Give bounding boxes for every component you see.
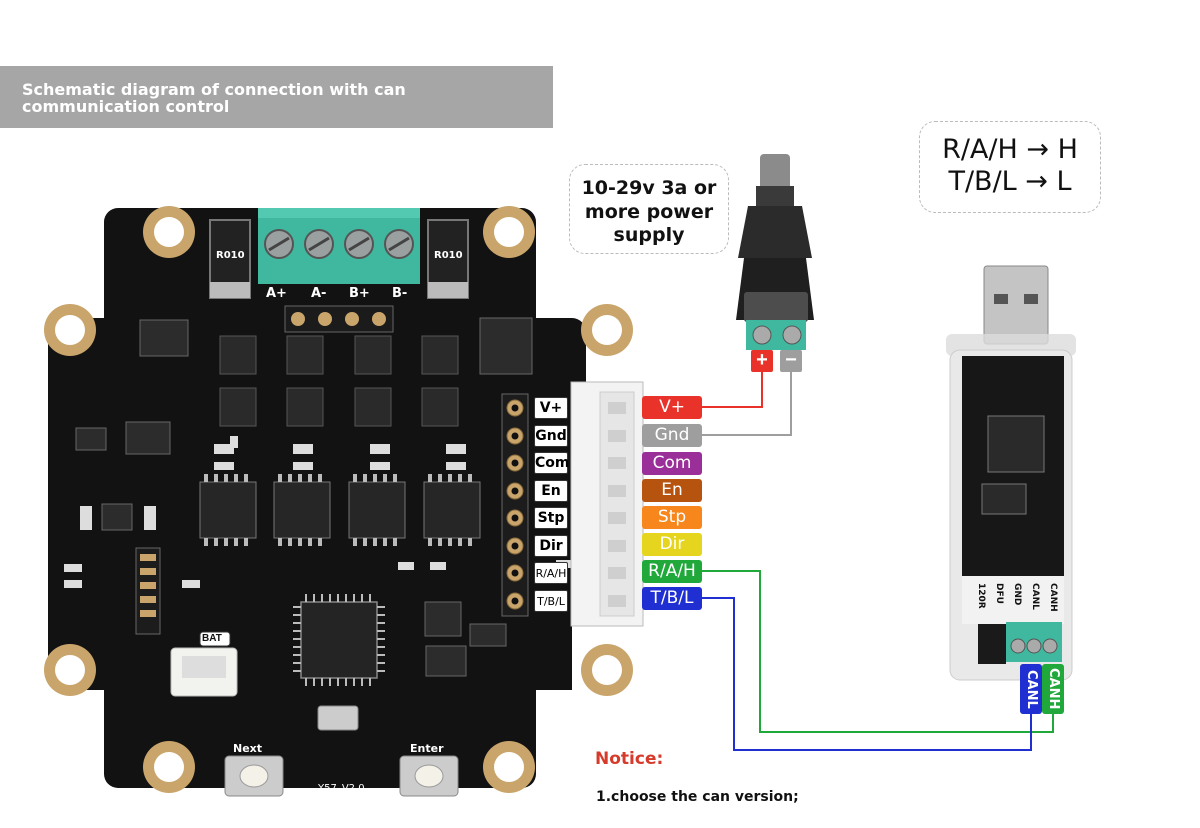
mosfet-array — [219, 335, 459, 427]
adapter-pin-dfu: DFU — [994, 583, 1004, 604]
wires — [702, 372, 1054, 751]
mapping-line-low: T/B/L → L — [948, 166, 1072, 197]
terminal-label-b-minus: B- — [392, 286, 408, 301]
mounting-holes — [44, 206, 633, 793]
capacitor-row — [214, 444, 466, 470]
battery-connector — [170, 631, 238, 697]
battery-label: BAT — [202, 633, 222, 644]
pin-label-com: Com — [534, 452, 569, 474]
next-button-illustration — [224, 755, 284, 797]
next-button-label: Next — [233, 742, 263, 755]
pin-label-vplus: V+ — [534, 397, 568, 419]
polarity-plus: + — [751, 350, 773, 372]
wire-label-vplus: V+ — [642, 396, 702, 419]
wire-label-dir: Dir — [642, 533, 702, 556]
notice-item-1: 1.choose the can version; — [596, 789, 799, 805]
adapter-pin-120r: 120R — [976, 583, 986, 609]
can-mapping-callout: R/A/H → H T/B/L → L — [919, 121, 1101, 213]
pin-label-tbl: T/B/L — [534, 590, 568, 612]
resistor-label-right: R010 — [434, 250, 463, 261]
pin-label-gnd: Gnd — [534, 425, 568, 447]
motor-terminal-block — [258, 208, 420, 284]
adapter-pin-labels: 120R DFU GND CANL CANH — [974, 583, 1064, 619]
wire-gnd — [702, 372, 792, 436]
enter-button-label: Enter — [410, 742, 444, 755]
wire-label-com: Com — [642, 452, 702, 475]
wire-label-rah: R/A/H — [642, 560, 702, 583]
power-callout-line-2: more power — [584, 200, 714, 223]
mapping-line-high: R/A/H → H — [942, 134, 1078, 165]
wire-tbl-canl — [702, 597, 1032, 751]
wire-label-stp: Stp — [642, 506, 702, 529]
driver-ics — [199, 474, 481, 546]
usb-can-adapter — [946, 265, 1076, 681]
wire-rah-canh — [702, 570, 1054, 733]
power-supply-callout: 10-29v 3a or more power supply — [569, 164, 729, 254]
can-tag-canl: CANL — [1020, 664, 1042, 714]
pin-label-dir: Dir — [534, 535, 568, 557]
can-tag-canh: CANH — [1042, 664, 1064, 714]
pin-label-stp: Stp — [534, 507, 568, 529]
resistor-label-left: R010 — [216, 250, 245, 261]
board-version: Y57_V2.0 — [318, 783, 365, 794]
enter-button-illustration — [399, 755, 459, 797]
wire-label-tbl: T/B/L — [642, 587, 702, 610]
terminal-label-a-plus: A+ — [266, 286, 287, 301]
microcontroller — [293, 594, 385, 686]
terminal-label-b-plus: B+ — [349, 286, 370, 301]
power-callout-line-1: 10-29v 3a or — [581, 177, 717, 199]
notice-title: Notice: — [595, 749, 664, 769]
signal-connector — [570, 381, 644, 627]
driver-board — [44, 206, 633, 797]
adapter-pin-canl: CANL — [1030, 583, 1040, 610]
adapter-pin-canh: CANH — [1048, 583, 1058, 612]
power-callout-line-3: supply — [613, 224, 685, 246]
polarity-minus: − — [780, 350, 802, 372]
pin-label-rah: R/A/H — [534, 562, 568, 584]
diagram-title-banner: Schematic diagram of connection with can… — [0, 66, 553, 128]
pin-label-en: En — [534, 480, 568, 502]
wire-vplus — [702, 372, 763, 408]
dc-barrel-jack — [736, 154, 814, 350]
adapter-pin-gnd: GND — [1012, 583, 1022, 606]
terminal-label-a-minus: A- — [311, 286, 327, 301]
wire-label-gnd: Gnd — [642, 424, 702, 447]
wire-label-en: En — [642, 479, 702, 502]
